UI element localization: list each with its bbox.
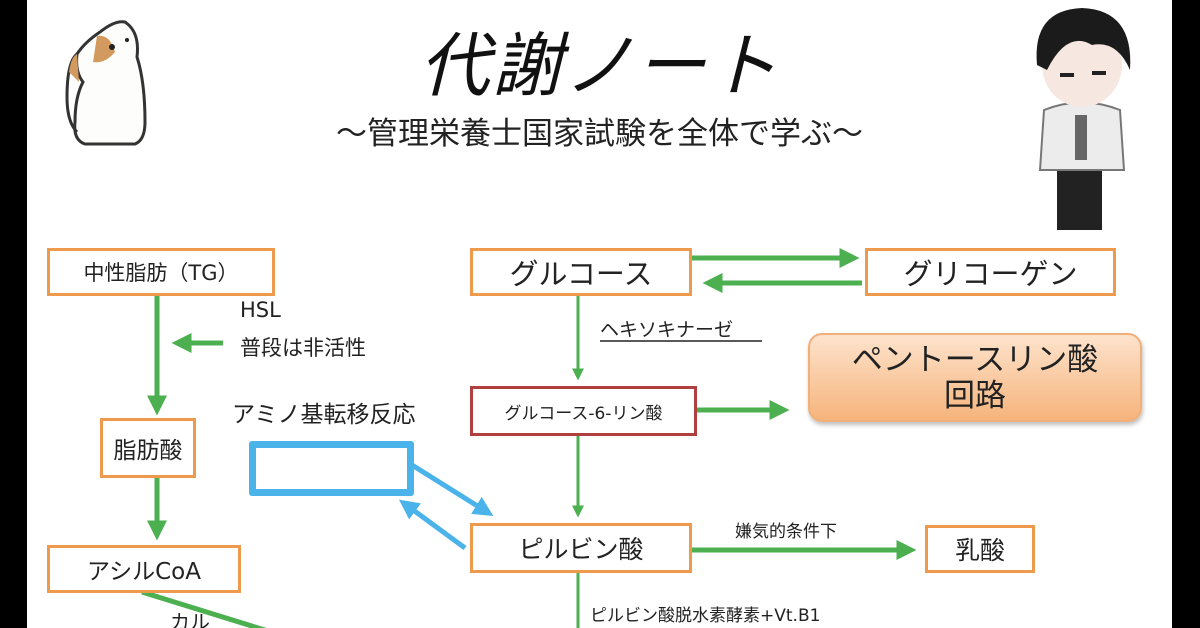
amino-acid-blank-box: [249, 441, 414, 496]
node-pentose-phosphate-pathway: ペントースリン酸 回路: [808, 333, 1142, 422]
node-pyruvate: ピルビン酸: [470, 523, 692, 573]
node-label: グルコース-6-リン酸: [504, 403, 663, 424]
node-triglyceride: 中性脂肪（TG）: [47, 248, 275, 296]
cat-illustration-icon: [65, 20, 147, 146]
page-subtitle: ～管理栄養士国家試験を全体で学ぶ～: [336, 116, 863, 152]
arrow-acyl-coa-carnitine: [141, 589, 267, 628]
node-label: ピルビン酸: [518, 535, 644, 564]
hsl-label: HSL: [240, 298, 281, 322]
node-label: グルコース: [509, 257, 653, 291]
node-label: 脂肪酸: [113, 438, 183, 464]
node-acyl-coa: アシルCoA: [47, 545, 241, 593]
arrow-amino-to-pyruvate: [410, 462, 494, 516]
node-fatty-acid: 脂肪酸: [100, 418, 196, 478]
node-glucose-6-phosphate: グルコース-6-リン酸: [470, 386, 697, 436]
character-illustration-icon: [1036, 8, 1131, 230]
anaerobic-label: 嫌気的条件下: [735, 522, 837, 542]
node-lactate: 乳酸: [925, 525, 1035, 573]
arrows-layer: [141, 248, 917, 628]
page-title: 代謝ノート: [419, 25, 780, 107]
amino-transfer-label: アミノ基転移反応: [232, 402, 416, 428]
hsl-note-label: 普段は非活性: [240, 336, 366, 360]
pdh-label: ピルビン酸脱水素酵素+Vt.B1: [590, 606, 821, 626]
node-label: グリコーゲン: [903, 257, 1078, 291]
node-label: 中性脂肪（TG）: [83, 261, 239, 285]
node-glycogen: グリコーゲン: [865, 248, 1116, 296]
carnitine-label: カル: [170, 610, 210, 628]
node-label: 乳酸: [954, 536, 1005, 565]
node-label: ペントースリン酸: [851, 341, 1099, 378]
node-glucose: グルコース: [470, 248, 692, 296]
node-label-line2: 回路: [944, 377, 1006, 414]
hexokinase-label: ヘキソキナーゼ: [600, 319, 734, 341]
node-label: アシルCoA: [87, 559, 201, 585]
diagram-canvas: 代謝ノート ～管理栄養士国家試験を全体で学ぶ～ 中性脂肪（TG） HSL: [27, 0, 1172, 628]
arrow-pyruvate-to-amino: [398, 499, 467, 551]
